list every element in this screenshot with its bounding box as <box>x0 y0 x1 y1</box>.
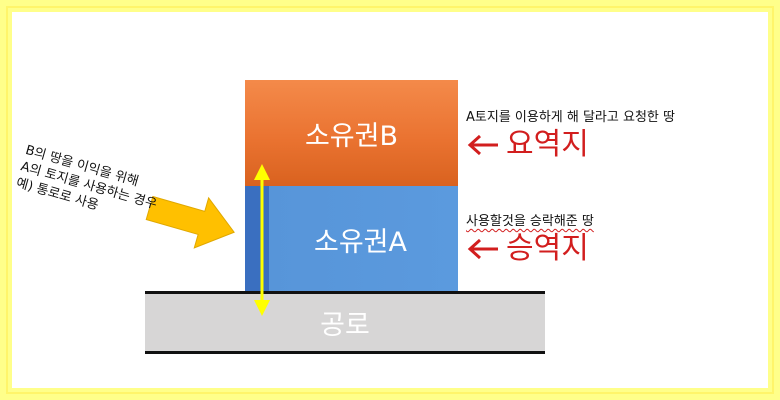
public-road-block: 공로 <box>145 291 545 354</box>
dominant-description: A토지를 이용하게 해 달라고 요청한 땅 <box>466 110 675 125</box>
servient-description: 사용할것을 승락해준 땅 <box>466 214 594 229</box>
ownership-b-label: 소유권B <box>304 120 399 152</box>
left-arrow-icon <box>467 134 498 156</box>
servient-term: 승역지 <box>506 231 589 266</box>
double-arrow-icon <box>254 164 270 316</box>
ownership-a-block: 소유권A <box>245 186 458 292</box>
public-road-label: 공로 <box>320 310 370 341</box>
servient-term-row: 승역지 <box>466 232 589 266</box>
dominant-term: 요역지 <box>506 127 589 162</box>
ownership-b-block: 소유권B <box>245 80 458 186</box>
ownership-a-label: 소유권A <box>314 226 407 258</box>
right-arrow-icon <box>145 195 235 249</box>
dominant-term-row: 요역지 <box>466 128 589 162</box>
left-arrow-icon <box>467 238 498 260</box>
